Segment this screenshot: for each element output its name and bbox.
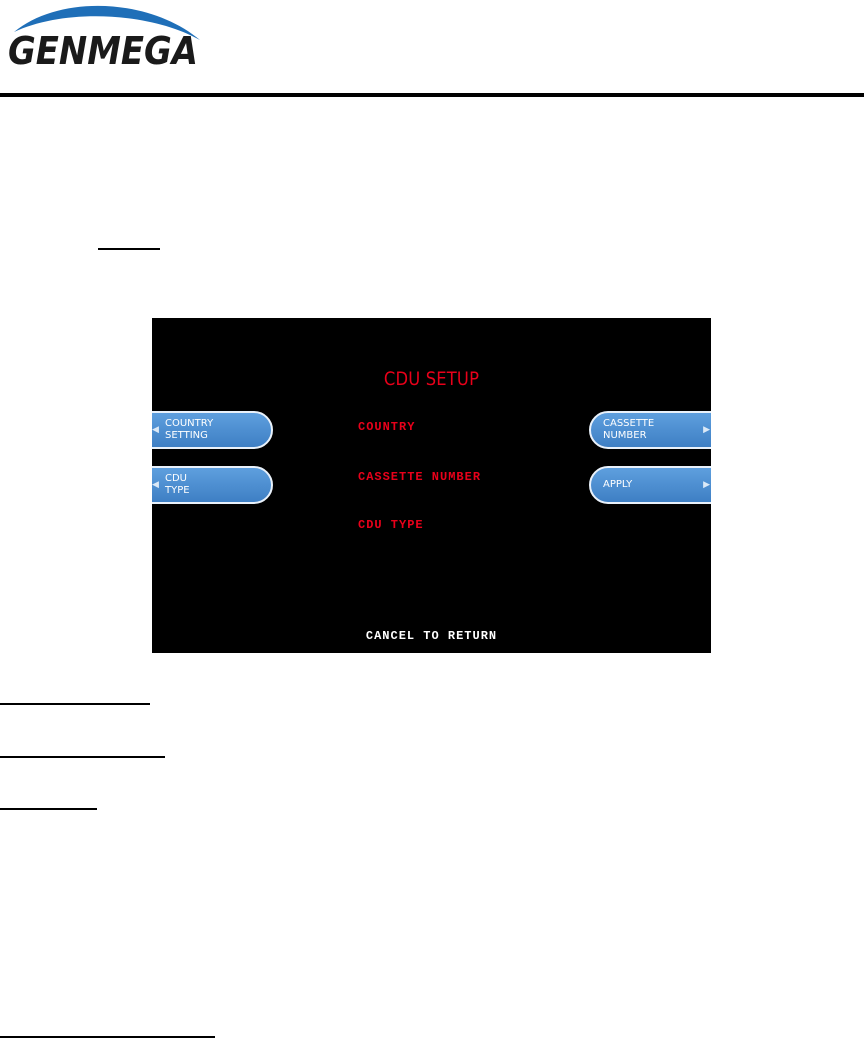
subsection-underline-cdu-type — [0, 808, 97, 810]
atm-screen: CDU SETUP ◀ COUNTRY SETTING ◀ CDU TYPE ▶… — [152, 318, 711, 653]
arrow-right-icon: ▶ — [703, 480, 710, 490]
cdu-type-button[interactable]: ◀ CDU TYPE — [152, 466, 273, 504]
button-label-line2: NUMBER — [603, 430, 647, 441]
subsection-underline-cassette-number — [0, 756, 165, 758]
cancel-to-return-text: CANCEL TO RETURN — [365, 629, 498, 643]
header-rule — [0, 93, 864, 97]
genmega-logo: GENMEGA — [8, 5, 200, 73]
button-label-line2: TYPE — [165, 485, 190, 496]
logo-swoosh — [14, 5, 200, 41]
subsection-underline-apply — [0, 1036, 215, 1038]
menu-item-cdu-type: CDU TYPE — [358, 518, 424, 532]
button-label-line1: COUNTRY — [165, 418, 214, 429]
arrow-right-icon: ▶ — [703, 425, 710, 435]
menu-item-country: COUNTRY — [358, 420, 416, 434]
logo-wordmark: GENMEGA — [8, 29, 198, 73]
button-label-line1: CASSETTE — [603, 418, 655, 429]
section-heading-underline — [98, 248, 160, 250]
screen-title: CDU SETUP — [383, 368, 480, 390]
subsection-underline-country-setting — [0, 703, 150, 705]
arrow-left-icon: ◀ — [152, 480, 159, 490]
button-label-line1: APPLY — [603, 479, 633, 490]
apply-button[interactable]: ▶ APPLY — [589, 466, 711, 504]
arrow-left-icon: ◀ — [152, 425, 159, 435]
button-label-line2: SETTING — [165, 430, 208, 441]
cassette-number-button[interactable]: ▶ CASSETTE NUMBER — [589, 411, 711, 449]
button-label-line1: CDU — [165, 473, 188, 484]
country-setting-button[interactable]: ◀ COUNTRY SETTING — [152, 411, 273, 449]
menu-item-cassette-number: CASSETTE NUMBER — [358, 470, 482, 484]
